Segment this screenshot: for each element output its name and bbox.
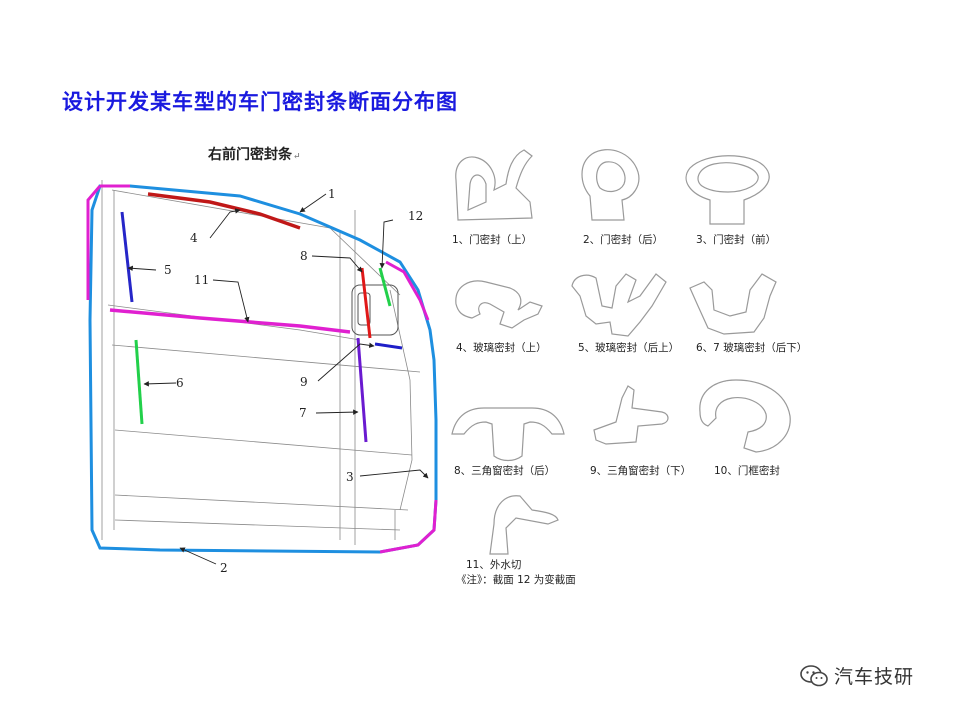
section-9-profile	[593, 385, 669, 445]
section-note: 《注》：截面 12 为变截面	[456, 574, 576, 586]
wechat-icon	[800, 664, 828, 686]
glass-seal-upper	[147, 192, 301, 230]
triangle-window-seal-lower	[374, 342, 403, 350]
caption-section-4: 4、玻璃密封（上）	[456, 342, 547, 354]
glass-seal-rear-lower-2	[356, 337, 368, 443]
waist-seal	[109, 308, 351, 334]
subtitle-text: 右前门密封条	[208, 147, 292, 163]
section-1-profile	[455, 149, 533, 221]
door-diagram: 1 2 3 4 5 6 7 8 9 11 12	[86, 180, 438, 575]
caption-section-1: 1、门密封（上）	[452, 234, 533, 246]
paragraph-mark: ↵	[293, 152, 301, 162]
section-2-profile	[581, 149, 640, 221]
triangle-window-seal-rear	[360, 267, 372, 339]
callout-2: 2	[220, 561, 228, 575]
seal-magenta-corner	[86, 184, 130, 300]
watermark-text: 汽车技研	[834, 666, 915, 688]
callout-7: 7	[299, 406, 307, 420]
section-3-profile	[685, 155, 770, 225]
caption-section-9: 9、三角窗密封（下）	[590, 465, 692, 477]
section-8-profile	[451, 407, 565, 462]
caption-section-10: 10、门框密封	[714, 465, 780, 477]
seal-magenta-top-right	[385, 260, 430, 321]
caption-section-8: 8、三角窗密封（后）	[454, 465, 556, 477]
callout-1: 1	[328, 187, 336, 201]
page-title: 设计开发某车型的车门密封条断面分布图	[62, 90, 458, 114]
caption-section-11: 11、外水切	[466, 559, 522, 571]
caption-section-5: 5、玻璃密封（后上）	[578, 342, 680, 354]
caption-section-6: 6、7 玻璃密封（后下）	[696, 342, 808, 354]
diagram-subtitle: 右前门密封条↵	[208, 144, 301, 164]
glass-seal-rear-upper	[120, 211, 134, 303]
seal-magenta-bottom-right	[379, 499, 438, 554]
section-11-profile	[489, 495, 559, 555]
callout-12: 12	[408, 209, 423, 223]
section-10-profile	[699, 379, 791, 453]
outer-door-seal	[88, 184, 438, 554]
caption-section-2: 2、门密封（后）	[583, 234, 664, 246]
callout-8: 8	[300, 249, 308, 263]
section-5-profile	[571, 273, 667, 337]
callout-5: 5	[164, 263, 172, 277]
callout-11: 11	[194, 273, 209, 287]
watermark: 汽车技研	[800, 662, 914, 689]
section-6-profile	[689, 273, 777, 335]
callout-3: 3	[346, 470, 354, 484]
callout-6: 6	[176, 376, 184, 390]
variable-section-seal	[378, 267, 392, 307]
caption-section-3: 3、门密封（前）	[696, 234, 777, 246]
callout-4: 4	[190, 231, 198, 245]
glass-seal-rear-lower	[134, 339, 144, 425]
section-4-profile	[455, 280, 543, 329]
callout-9: 9	[300, 375, 308, 389]
